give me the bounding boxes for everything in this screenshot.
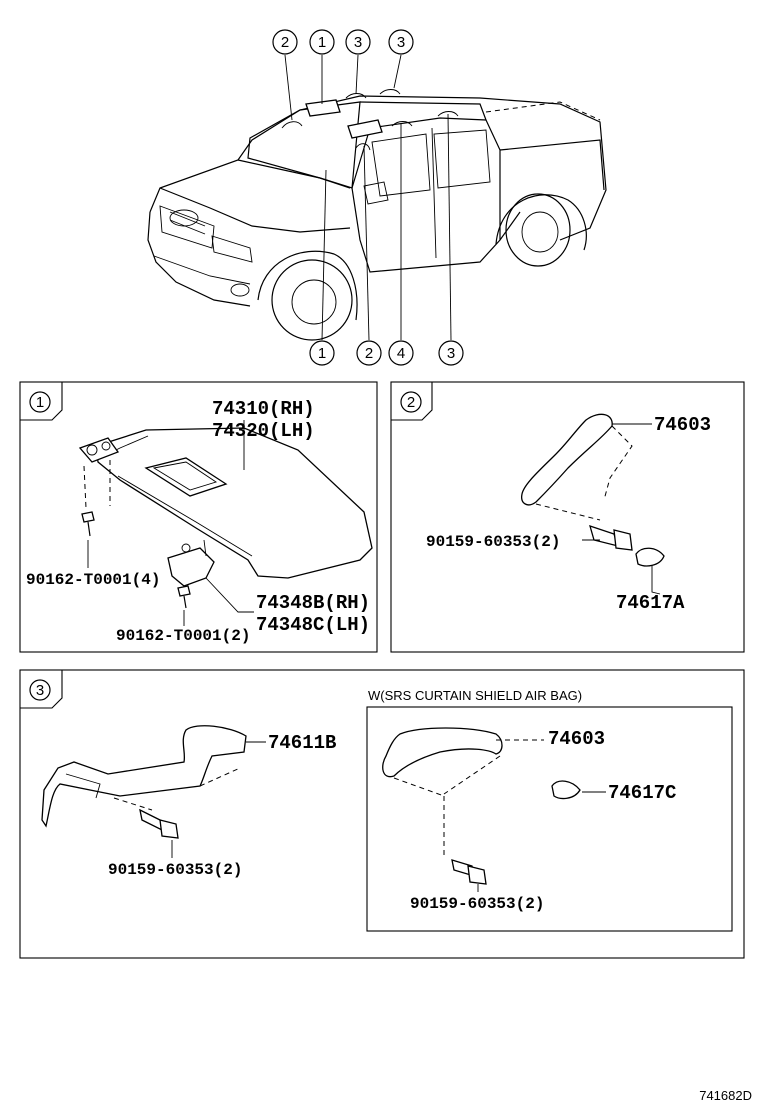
part-74617c: 74617C <box>608 782 676 804</box>
vehicle-callouts-top: 2 1 3 3 <box>272 29 414 55</box>
part-74310-rh: 74310(RH) <box>212 398 315 420</box>
vehicle-callouts-bottom: 1 2 4 3 <box>309 340 464 366</box>
callout-top-1: 2 <box>281 34 289 51</box>
callout-top-4: 3 <box>397 34 405 51</box>
callout-bottom-4: 3 <box>447 345 455 362</box>
callout-bottom-2: 2 <box>365 345 373 362</box>
panel-1-index: 1 <box>36 394 44 411</box>
callout-top-3: 3 <box>354 34 362 51</box>
panel-2-index: 2 <box>407 394 415 411</box>
assist-grip-variant <box>382 727 503 778</box>
panel-3-index: 3 <box>36 682 44 699</box>
callout-bottom-3: 4 <box>397 345 405 362</box>
part-74617a: 74617A <box>616 592 685 614</box>
variant-box <box>366 706 733 932</box>
sun-visor <box>95 427 373 579</box>
part-74348c-lh: 74348C(LH) <box>256 614 370 636</box>
part-74603-variant: 74603 <box>548 728 605 750</box>
panel-3-grip: 3 74611B 90159-60353(2) W(SRS CURTAIN SH… <box>19 669 745 959</box>
assist-grip <box>521 413 613 506</box>
figure-reference: 741682D <box>699 1088 752 1103</box>
part-74603: 74603 <box>654 414 711 436</box>
part-74611b: 74611B <box>268 732 336 754</box>
panel-2-assist-grip: 2 74603 90159-60353(2) 74617A <box>390 381 745 653</box>
panel-1-sun-visor: 1 74310(RH) 74320(LH) 90162-T0001(4) 743… <box>19 381 378 653</box>
variant-note: W(SRS CURTAIN SHIELD AIR BAG) <box>368 688 582 703</box>
callout-bottom-1: 1 <box>318 345 326 362</box>
part-74320-lh: 74320(LH) <box>212 420 315 442</box>
visor-holder <box>167 547 215 587</box>
part-90162-t0001-2: 90162-T0001(2) <box>116 627 250 645</box>
part-74348b-rh: 74348B(RH) <box>256 592 370 614</box>
callout-top-2: 1 <box>318 34 326 51</box>
vehicle-illustration <box>147 54 607 341</box>
part-90159-60353-2-variant: 90159-60353(2) <box>410 895 544 913</box>
part-90159-60353-2: 90159-60353(2) <box>426 533 560 551</box>
part-90159-60353-2-panel3: 90159-60353(2) <box>108 861 242 879</box>
assist-grip-long <box>41 725 247 828</box>
part-90162-t0001-4: 90162-T0001(4) <box>26 571 160 589</box>
